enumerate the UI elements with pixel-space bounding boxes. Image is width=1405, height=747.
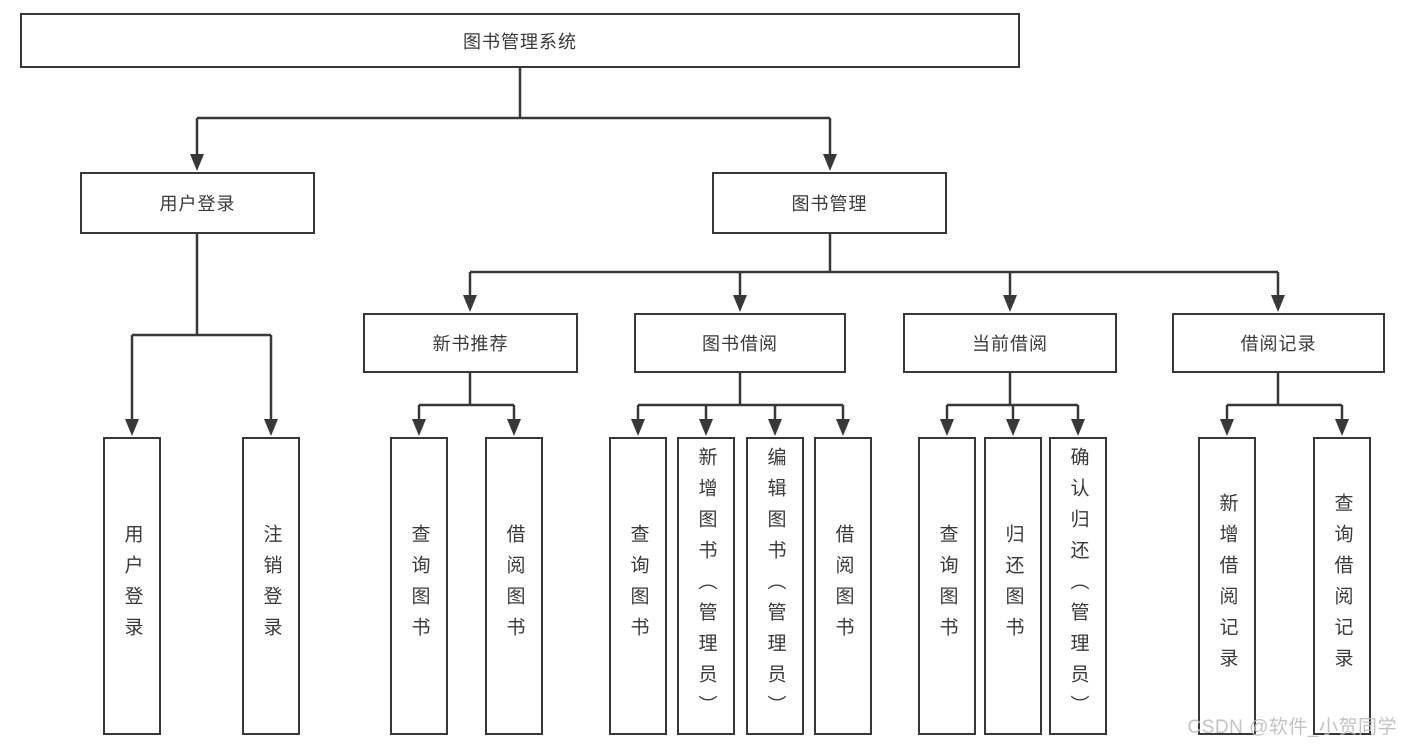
leaf-borrow-books-1: 借阅图书 xyxy=(485,437,543,735)
leaf-return-books: 归还图书 xyxy=(984,437,1042,735)
leaf-query-books-2: 查询图书 xyxy=(609,437,667,735)
leaf-query-books-3-label: 查询图书 xyxy=(936,524,958,648)
leaf-query-borrow-record-label: 查询借阅记录 xyxy=(1331,493,1353,679)
leaf-confirm-return-admin: 确认归还（管理员） xyxy=(1049,437,1107,735)
leaf-add-books-admin: 新增图书（管理员） xyxy=(677,437,735,735)
leaf-query-books-1-label: 查询图书 xyxy=(408,524,430,648)
leaf-query-borrow-record: 查询借阅记录 xyxy=(1313,437,1371,735)
node-book-borrowing: 图书借阅 xyxy=(634,313,846,373)
leaf-return-books-label: 归还图书 xyxy=(1002,524,1024,648)
leaf-query-books-1: 查询图书 xyxy=(390,437,448,735)
node-book-borrowing-label: 图书借阅 xyxy=(702,334,778,354)
leaf-borrow-books-1-label: 借阅图书 xyxy=(503,524,525,648)
node-root-label: 图书管理系统 xyxy=(463,31,577,52)
leaf-confirm-return-admin-label: 确认归还（管理员） xyxy=(1067,446,1089,726)
leaf-user-login-label: 用户登录 xyxy=(121,524,143,648)
node-new-book-recommend-label: 新书推荐 xyxy=(432,334,509,354)
leaf-add-borrow-record-label: 新增借阅记录 xyxy=(1216,493,1238,679)
leaf-user-login: 用户登录 xyxy=(103,437,161,735)
leaf-logout: 注销登录 xyxy=(242,437,300,735)
leaf-query-books-2-label: 查询图书 xyxy=(627,524,649,648)
leaf-edit-books-admin-label: 编辑图书（管理员） xyxy=(764,446,786,726)
arrowheads xyxy=(125,154,1349,436)
node-user-login: 用户登录 xyxy=(80,172,315,234)
leaf-add-books-admin-label: 新增图书（管理员） xyxy=(695,446,717,726)
node-user-login-label: 用户登录 xyxy=(159,194,236,214)
leaf-logout-label: 注销登录 xyxy=(260,524,282,648)
node-current-borrowing: 当前借阅 xyxy=(903,313,1117,373)
csdn-watermark: CSDN @软件_小贺同学 xyxy=(1187,717,1397,738)
connector-strokes xyxy=(130,68,1344,421)
leaf-add-borrow-record: 新增借阅记录 xyxy=(1198,437,1256,735)
node-current-borrowing-label: 当前借阅 xyxy=(972,334,1048,354)
node-root: 图书管理系统 xyxy=(20,13,1020,68)
node-borrow-records: 借阅记录 xyxy=(1172,313,1385,373)
leaf-borrow-books-2: 借阅图书 xyxy=(814,437,872,735)
leaf-query-books-3: 查询图书 xyxy=(918,437,976,735)
node-borrow-records-label: 借阅记录 xyxy=(1240,334,1317,354)
leaf-edit-books-admin: 编辑图书（管理员） xyxy=(746,437,804,735)
leaf-borrow-books-2-label: 借阅图书 xyxy=(832,524,854,648)
node-book-management-label: 图书管理 xyxy=(791,194,868,214)
node-book-management: 图书管理 xyxy=(712,172,947,234)
node-new-book-recommend: 新书推荐 xyxy=(363,313,578,373)
